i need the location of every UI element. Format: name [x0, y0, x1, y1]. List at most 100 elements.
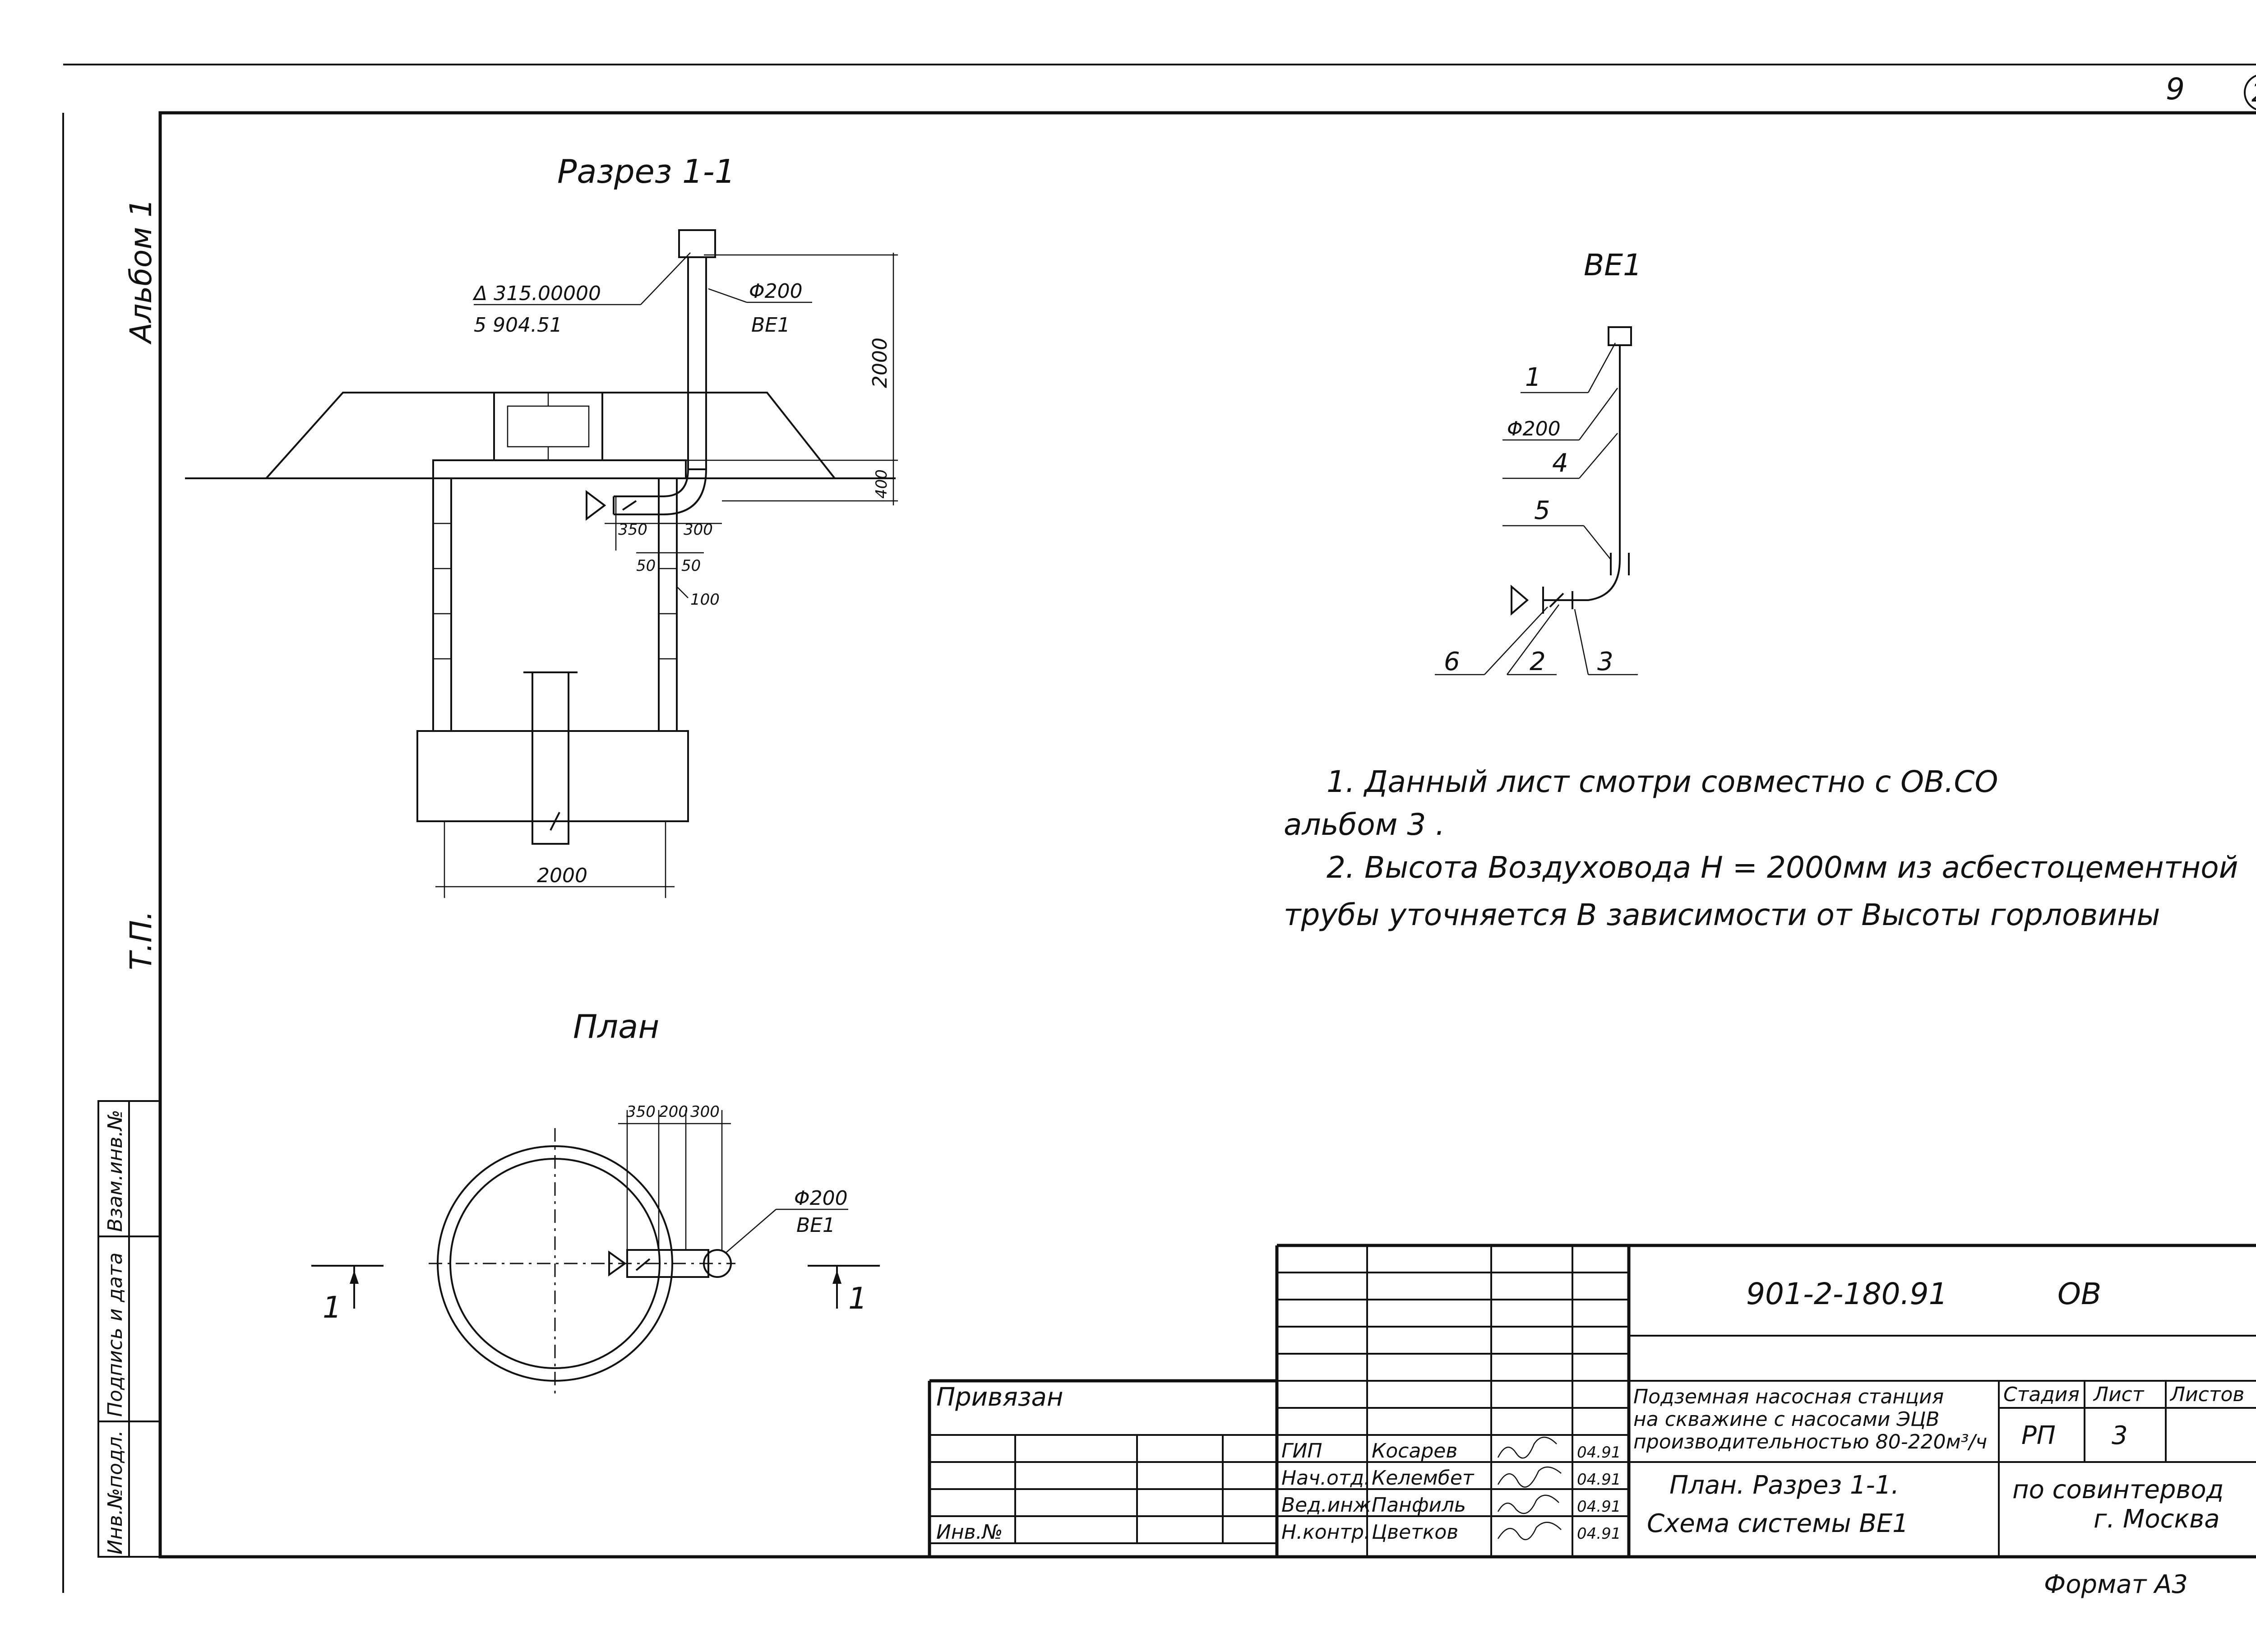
note-2b: трубы уточняется В зависимости от Высоты…	[1284, 898, 2160, 932]
plan-pipe-tag: ВЕ1	[796, 1214, 835, 1237]
leader	[726, 1209, 777, 1253]
section-title: Разрез 1-1	[557, 153, 735, 190]
elevation-mark: Δ 315.00000	[472, 282, 601, 305]
callout-dia: Φ200	[1507, 417, 1561, 440]
leader	[1574, 609, 1589, 675]
dim-50b: 50	[681, 557, 701, 575]
scheme-cap	[1608, 326, 1632, 346]
sheets-header: Листов	[2169, 1383, 2244, 1406]
name-0: Косарев	[1372, 1439, 1457, 1462]
leader	[1506, 604, 1560, 675]
plan-pipe-dia: Φ200	[794, 1187, 848, 1210]
name-1: Келембет	[1372, 1467, 1475, 1490]
doc-code: 901-2-180.91	[1746, 1277, 1948, 1311]
org-line-1: по совинтервод	[2012, 1475, 2224, 1504]
wall-left	[432, 477, 452, 732]
name-2: Панфиль	[1372, 1494, 1466, 1517]
corner-number: 9	[2166, 72, 2185, 106]
plan-dim-350: 350	[626, 1103, 656, 1121]
drawing-frame	[158, 111, 2256, 1559]
plan-view: План 350 200 300 Φ200 ВЕ1 1 1	[311, 1008, 880, 1399]
damper-symbol	[586, 490, 606, 521]
pipe-dia-label: Φ200	[749, 280, 803, 303]
callout-2: 2	[1530, 647, 1546, 676]
cut-arrow-left	[350, 1270, 359, 1284]
role-0: ГИП	[1281, 1439, 1322, 1462]
callout-4: 4	[1552, 449, 1568, 478]
cover-slab	[432, 459, 687, 479]
privyazan-label: Привязан	[936, 1383, 1063, 1412]
vzam-inv-label: Взам.инв.№	[104, 1110, 127, 1232]
format-label: Формат А3	[2044, 1570, 2188, 1599]
cut-label-right: 1	[848, 1281, 867, 1316]
notes: 1. Данный лист смотри совместно с ОВ.СО …	[1284, 764, 2238, 932]
pipe-cap	[678, 229, 716, 258]
dim-350: 350	[618, 521, 647, 539]
project-line-3: производительностью 80-220м³/ч	[1633, 1430, 1987, 1453]
callout-5: 5	[1534, 496, 1550, 525]
plan-dim-300: 300	[690, 1103, 720, 1121]
callout-6: 6	[1444, 647, 1460, 676]
date-0: 04.91	[1577, 1444, 1621, 1462]
break-mark	[550, 812, 560, 831]
scheme-elbow	[1543, 559, 1621, 601]
elevation-sub: 5 904.51	[474, 314, 562, 337]
scheme-title: ВЕ1	[1584, 248, 1642, 282]
date-2: 04.91	[1577, 1498, 1621, 1516]
dim-2000-h: 2000	[537, 864, 587, 887]
inv-no-label: Инв.№	[936, 1521, 1003, 1544]
note-1: 1. Данный лист смотри совместно с ОВ.СО	[1327, 764, 1998, 799]
role-1: Нач.отд.	[1281, 1467, 1370, 1490]
well-casing	[532, 671, 569, 845]
name-3: Цветков	[1372, 1521, 1458, 1544]
leader	[1583, 525, 1611, 560]
sign-date-label: Подпись и дата	[104, 1253, 127, 1417]
stage-header: Стадия	[2003, 1383, 2080, 1406]
dim-300: 300	[684, 521, 713, 539]
plan-damper	[608, 1250, 627, 1277]
section-1-1: Разрез 1-1	[185, 153, 898, 898]
callout-3: 3	[1597, 647, 1613, 676]
leader	[1587, 342, 1616, 393]
dim-50a: 50	[636, 557, 656, 575]
leader	[1578, 388, 1618, 440]
org-line-2: г. Москва	[2094, 1504, 2220, 1534]
tp-label: Т.П.	[124, 911, 158, 970]
dim-100: 100	[690, 591, 720, 609]
signature-1	[1497, 1467, 1562, 1488]
pipe-elbow	[614, 469, 707, 515]
wall-right	[658, 477, 678, 732]
stage-value: РП	[2021, 1421, 2056, 1450]
sheet-title-1: План. Разрез 1-1.	[1669, 1471, 1899, 1500]
plan-riser	[703, 1249, 732, 1278]
dim-2000-v: 2000	[869, 338, 892, 388]
brick-collar-inner	[507, 405, 590, 448]
scheme-be1: ВЕ1 1 Φ200 4 5 6 2 3	[1435, 248, 1642, 676]
valve-mark	[622, 500, 637, 511]
cut-arrow-right	[832, 1270, 841, 1284]
signature-3	[1497, 1522, 1562, 1541]
date-3: 04.91	[1577, 1525, 1621, 1543]
album-label: Альбом 1	[124, 199, 158, 345]
signature-2	[1497, 1495, 1559, 1514]
role-3: Н.контр.	[1281, 1521, 1370, 1544]
note-2: 2. Высота Воздуховода Н = 2000мм из асбе…	[1327, 850, 2238, 885]
scheme-damper	[1511, 584, 1529, 616]
cut-label-left: 1	[323, 1290, 342, 1325]
title-block: Привязан Инв.№ 901-2-180.91 ОВ Подземная…	[928, 1244, 2256, 1599]
plan-valve-mark	[635, 1258, 651, 1271]
base-slab	[416, 730, 689, 822]
leader	[708, 288, 747, 303]
doc-mark: ОВ	[2057, 1277, 2101, 1311]
plan-title: План	[573, 1008, 659, 1046]
project-line-2: на скважине с насосами ЭЦВ	[1633, 1408, 1939, 1431]
plan-duct	[626, 1249, 709, 1278]
project-line-1: Подземная насосная станция	[1633, 1385, 1944, 1408]
dim-400: 400	[873, 469, 891, 499]
sheet-header: Лист	[2093, 1383, 2145, 1406]
embankment	[265, 392, 836, 479]
corner-circle-text: 2(	[2251, 79, 2256, 108]
sheet-value: 3	[2112, 1421, 2128, 1450]
pipe-tag-label: ВЕ1	[751, 314, 790, 337]
vent-pipe	[687, 256, 707, 470]
